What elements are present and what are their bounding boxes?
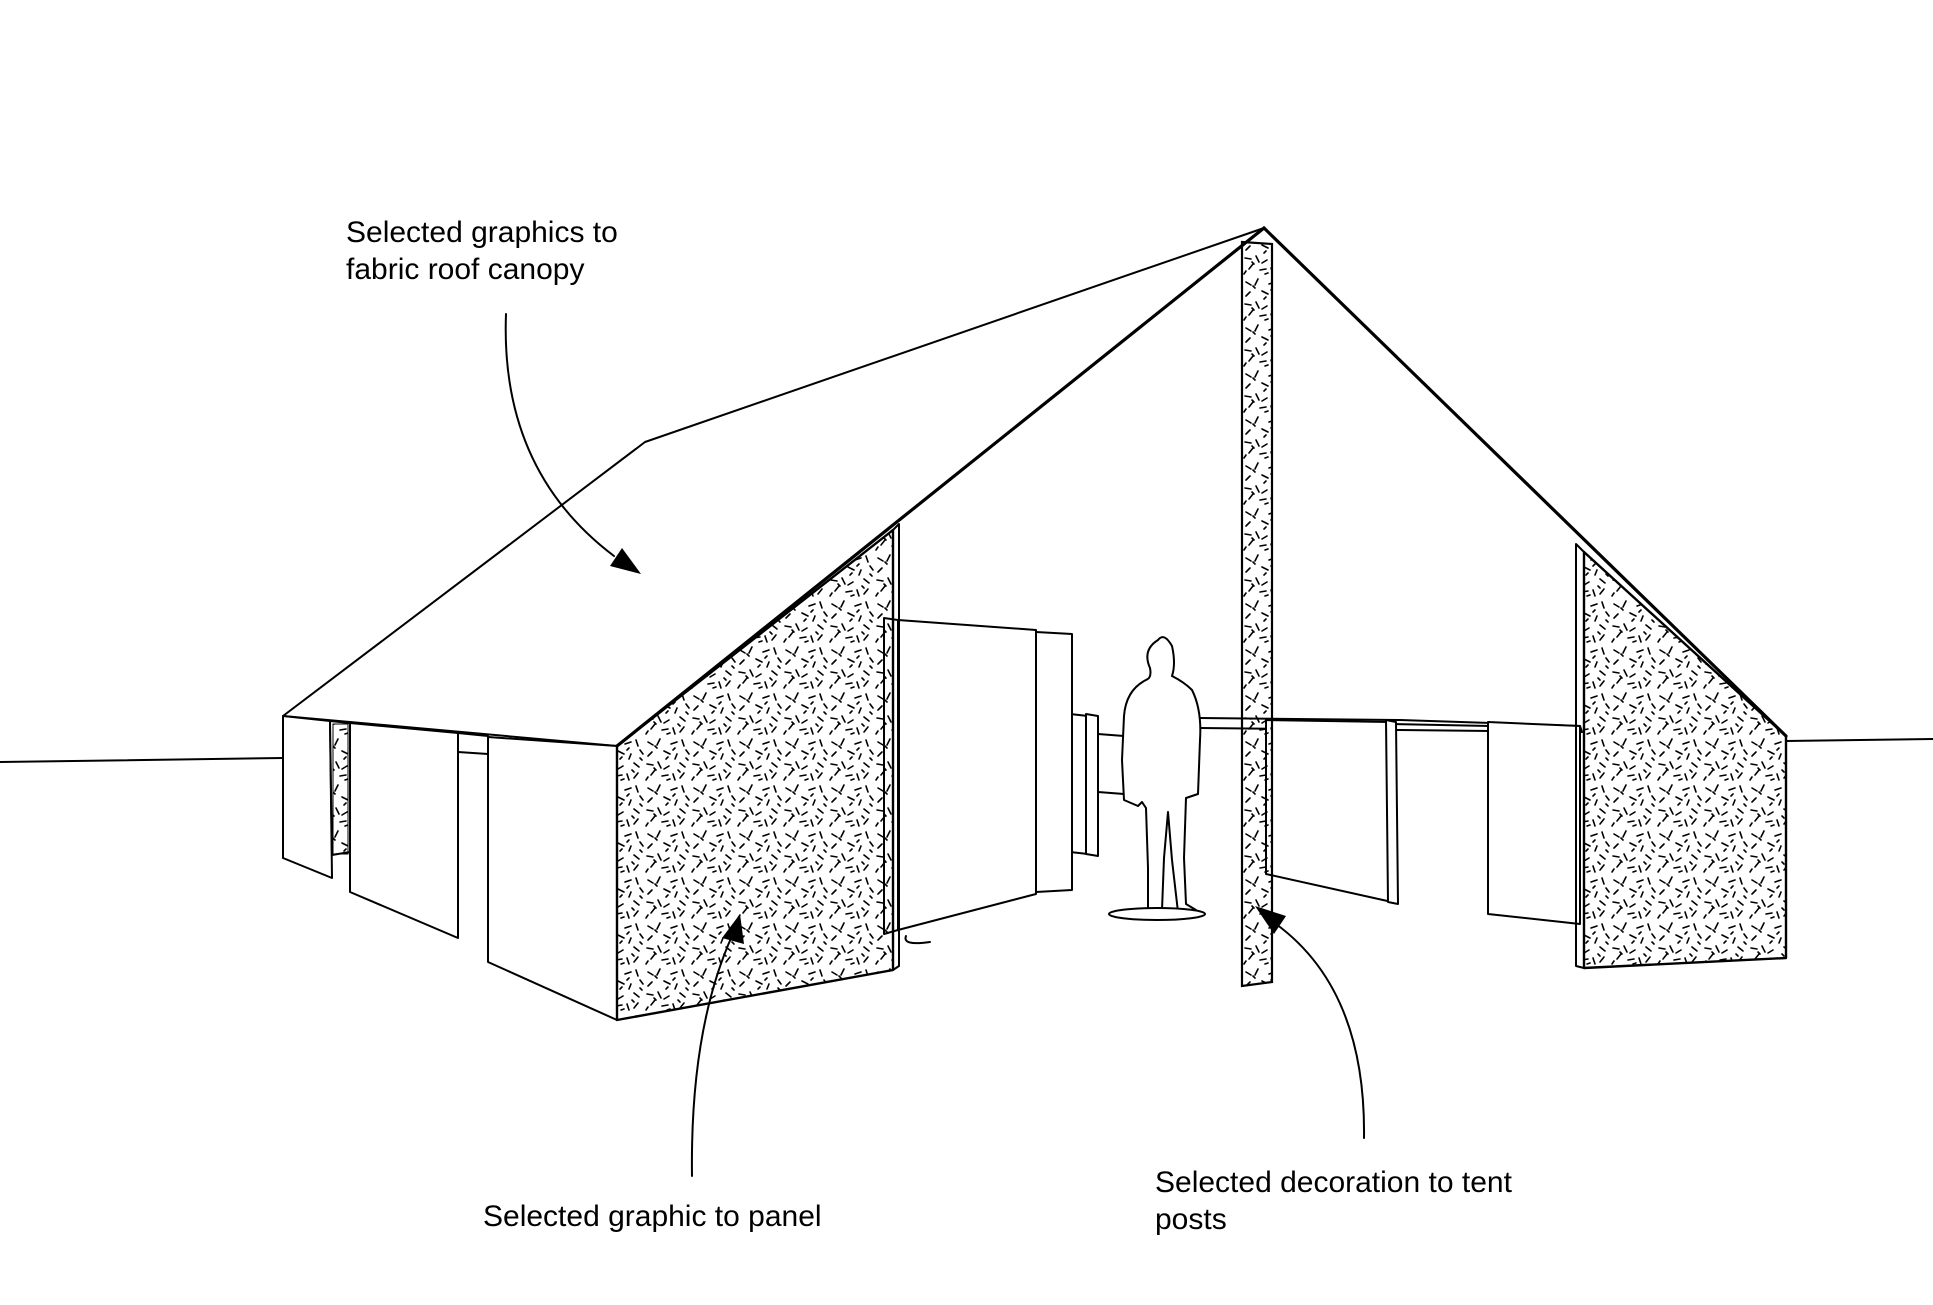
annotation-roof-canopy-line1: Selected graphics to (346, 216, 618, 249)
roof-edge-right (1262, 226, 1788, 738)
arrowhead-canopy (610, 548, 641, 574)
gable-panel-right-graphic (1582, 550, 1788, 970)
roof-ridge (615, 226, 1266, 748)
back-panel-right-2 (1385, 719, 1399, 905)
back-panel-right-1 (1265, 719, 1393, 903)
side-panel-left-3 (349, 722, 459, 939)
side-panel-left-4 (487, 736, 618, 1021)
back-panel-center-5 (897, 619, 1037, 931)
annotation-roof-canopy-line2: fabric roof canopy (346, 253, 585, 286)
human-figure (1121, 636, 1202, 913)
figure-shadow-base (1108, 907, 1206, 921)
gable-panel-right-edge (1575, 543, 1585, 969)
back-panel-center-2 (1085, 713, 1099, 857)
side-panel-gap (457, 732, 489, 755)
leader-posts (1275, 923, 1366, 1139)
arrowhead-panel (722, 914, 744, 944)
gable-panel-edge (892, 523, 900, 971)
floor-mark (904, 935, 931, 945)
arrowhead-posts (1255, 906, 1286, 934)
back-panel-right-3 (1487, 721, 1581, 925)
side-panel-left-2-graphic (332, 723, 349, 855)
annotation-panel-line1: Selected graphic to panel (483, 1200, 822, 1233)
annotation-roof-canopy: Selected graphics to fabric roof canopy (346, 214, 618, 288)
ground-line-right (1785, 738, 1933, 742)
leader-canopy (504, 313, 615, 557)
annotation-panel: Selected graphic to panel (483, 1198, 822, 1235)
ground-line-left (0, 757, 284, 763)
leader-panel (690, 935, 733, 1177)
back-rail-right (1389, 723, 1491, 727)
tent-post-graphic (1240, 240, 1274, 988)
annotation-tent-posts: Selected decoration to tent posts (1155, 1164, 1512, 1238)
back-panel-center-3 (1097, 733, 1125, 795)
side-panel-left-1 (282, 715, 333, 879)
back-panel-center-4 (1035, 631, 1073, 893)
annotation-tent-posts-line1: Selected decoration to tent (1155, 1166, 1512, 1199)
annotation-tent-posts-line2: posts (1155, 1203, 1227, 1236)
